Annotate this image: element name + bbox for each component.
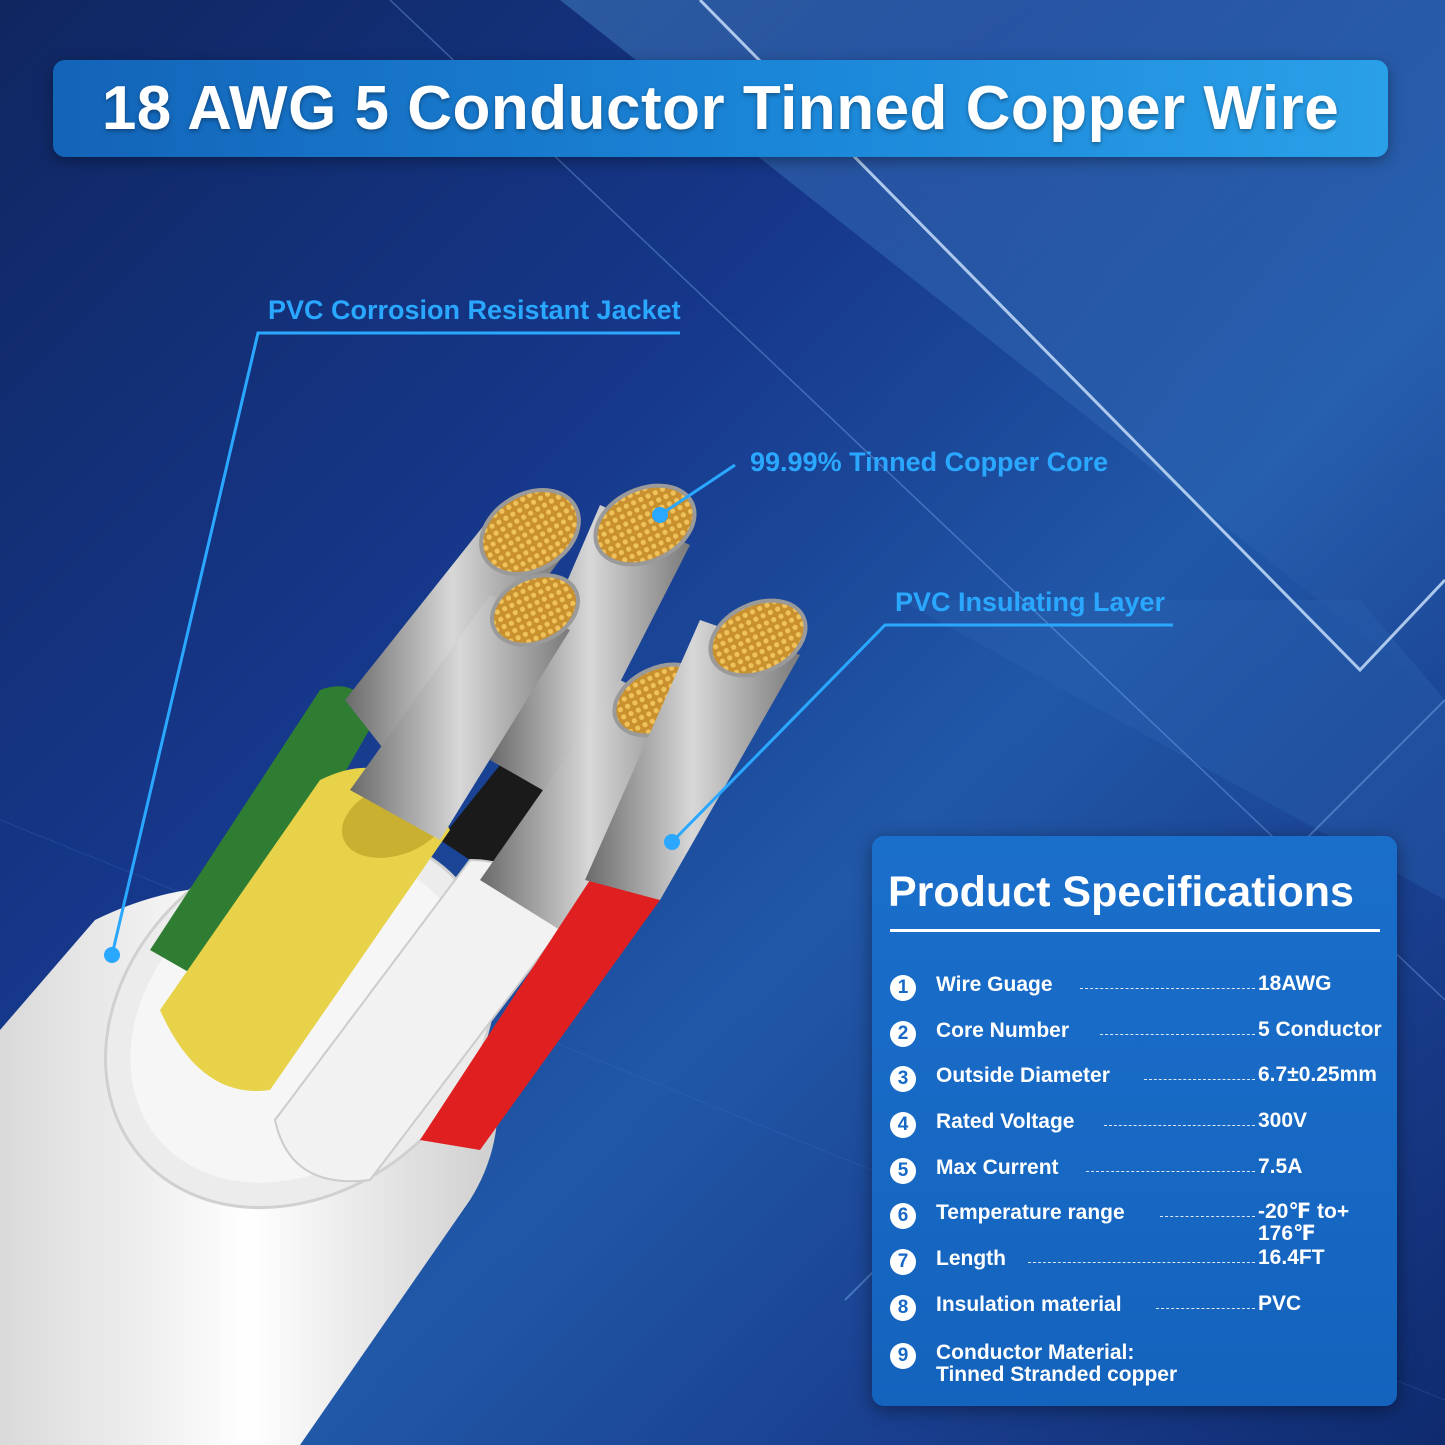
spec-label: Length	[936, 1247, 1006, 1270]
spec-label: Wire Guage	[936, 973, 1053, 996]
spec-row: 5 Max Current 7.5A	[888, 1154, 1393, 1194]
spec-label: Rated Voltage	[936, 1110, 1075, 1133]
spec-label: Max Current	[936, 1156, 1059, 1179]
spec-row: 4 Rated Voltage 300V	[888, 1108, 1393, 1148]
spec-row: 9 Conductor Material: Tinned Stranded co…	[888, 1339, 1393, 1389]
spec-label-continued: Tinned Stranded copper	[936, 1363, 1178, 1386]
insulation-callout: PVC Insulating Layer	[895, 587, 1166, 617]
spec-value: 16.4FT	[1258, 1246, 1325, 1269]
spec-number-badge: 6	[890, 1203, 916, 1229]
spec-row: 3 Outside Diameter 6.7±0.25mm	[888, 1062, 1393, 1102]
spec-value: 5 Conductor	[1258, 1018, 1382, 1041]
spec-value-continued: 176℉	[1258, 1222, 1316, 1245]
spec-value: 6.7±0.25mm	[1258, 1063, 1377, 1086]
core-callout: 99.99% Tinned Copper Core	[750, 447, 1109, 477]
spec-label: Core Number	[936, 1019, 1070, 1042]
spec-leader-dots	[1100, 1034, 1255, 1035]
red-conductor	[420, 598, 808, 1150]
spec-number-badge: 5	[890, 1158, 916, 1184]
spec-leader-dots	[1160, 1216, 1255, 1217]
spec-row: 6 Temperature range -20℉ to+ 176℉	[888, 1199, 1393, 1249]
jacket-pointer-dot	[104, 947, 120, 963]
spec-label: Temperature range	[936, 1201, 1125, 1224]
title-banner: 18 AWG 5 Conductor Tinned Copper Wire	[53, 60, 1388, 157]
spec-value: 18AWG	[1258, 972, 1332, 995]
callout-leaders	[110, 331, 1173, 956]
spec-number-badge: 4	[890, 1112, 916, 1138]
spec-label: Insulation material	[936, 1293, 1122, 1316]
spec-row: 2 Core Number 5 Conductor	[888, 1017, 1393, 1057]
yellow-conductor	[160, 573, 580, 1091]
spec-value: -20℉ to+	[1258, 1200, 1350, 1223]
spec-panel: Product Specifications 1 Wire Guage 18AW…	[872, 836, 1397, 1406]
spec-number-badge: 2	[890, 1021, 916, 1047]
insulation-pointer-dot	[664, 834, 680, 850]
spec-number-badge: 8	[890, 1295, 916, 1321]
spec-number-badge: 9	[890, 1343, 916, 1369]
jacket-callout: PVC Corrosion Resistant Jacket	[268, 295, 681, 325]
spec-heading-underline	[890, 929, 1380, 932]
spec-label: Outside Diameter	[936, 1064, 1110, 1087]
spec-leader-dots	[1144, 1079, 1255, 1080]
spec-row: 7 Length 16.4FT	[888, 1245, 1393, 1285]
spec-value: PVC	[1258, 1292, 1302, 1315]
spec-number-badge: 3	[890, 1066, 916, 1092]
spec-number-badge: 7	[890, 1249, 916, 1275]
spec-value: 300V	[1258, 1109, 1308, 1132]
spec-leader-dots	[1080, 988, 1255, 989]
black-conductor	[440, 483, 697, 880]
core-pointer-dot	[652, 507, 668, 523]
spec-leader-dots	[1086, 1171, 1255, 1172]
green-conductor	[150, 488, 581, 990]
spec-row: 8 Insulation material PVC	[888, 1291, 1393, 1331]
spec-value: 7.5A	[1258, 1155, 1303, 1178]
spec-leader-dots	[1104, 1125, 1255, 1126]
spec-number-badge: 1	[890, 975, 916, 1001]
spec-heading: Product Specifications	[888, 868, 1354, 916]
spec-row: 1 Wire Guage 18AWG	[888, 971, 1393, 1011]
page-title: 18 AWG 5 Conductor Tinned Copper Wire	[101, 74, 1340, 143]
spec-leader-dots	[1028, 1262, 1255, 1263]
spec-leader-dots	[1156, 1308, 1255, 1309]
spec-label: Conductor Material:	[936, 1341, 1135, 1364]
